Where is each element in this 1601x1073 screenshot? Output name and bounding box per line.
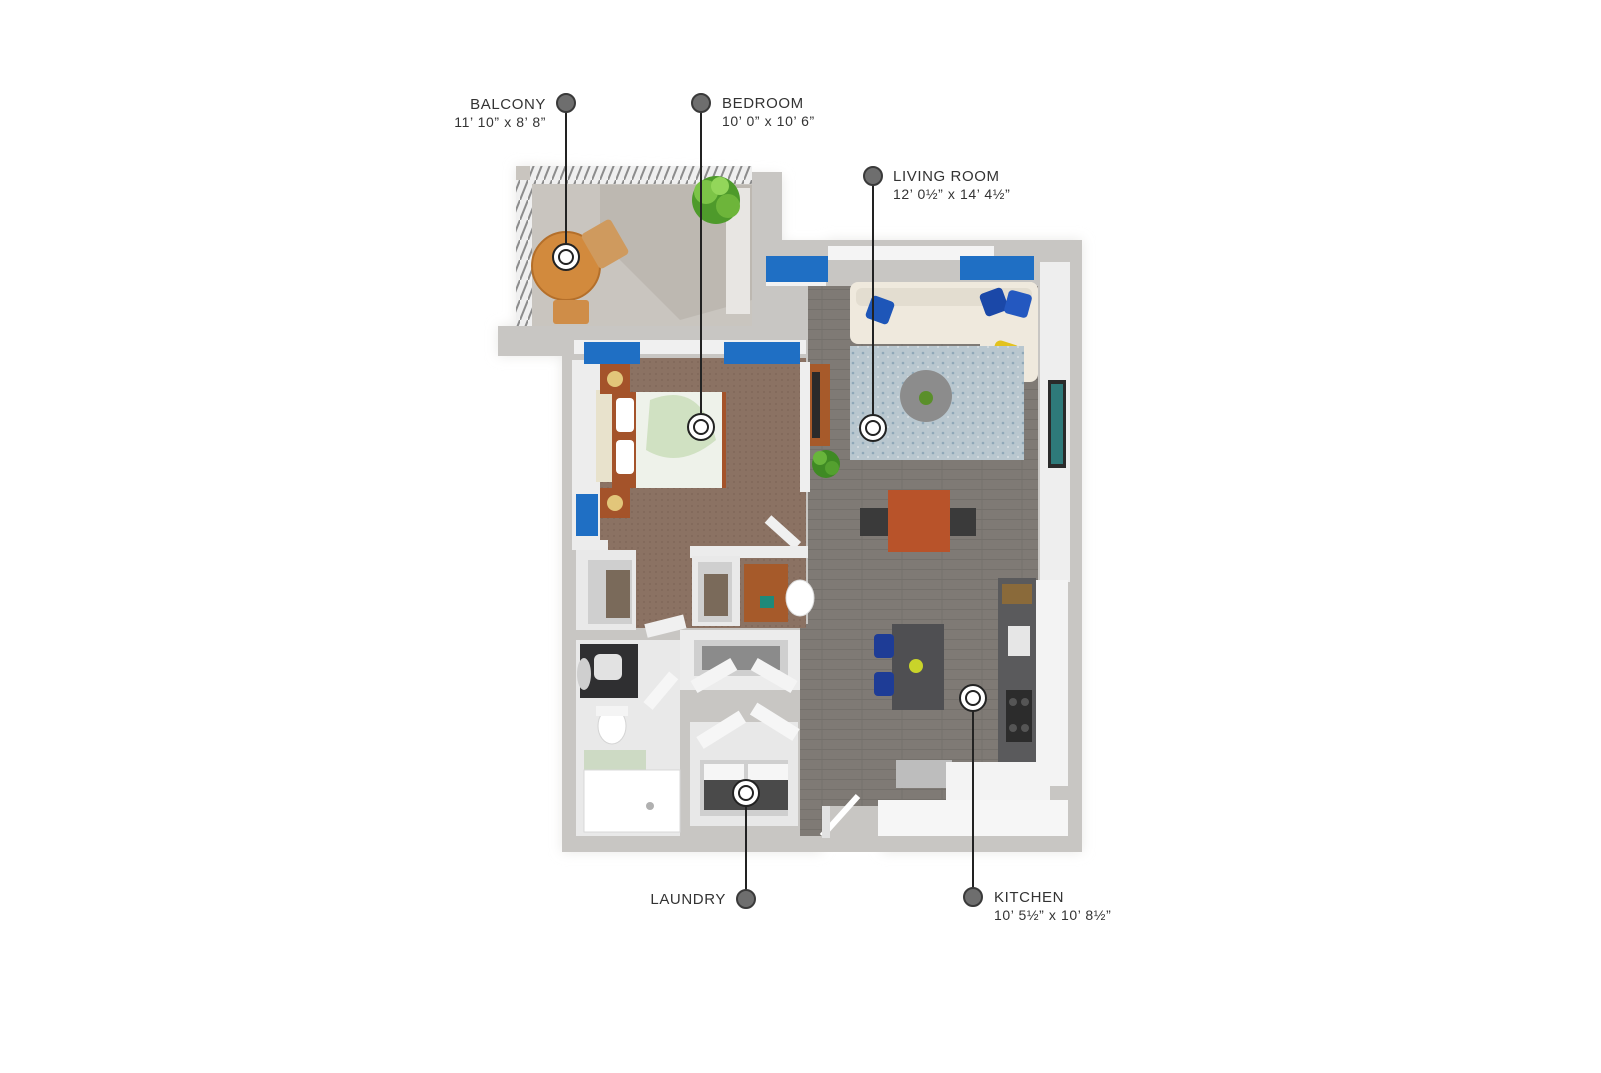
room-marker-balcony (552, 243, 580, 271)
balcony-railing-top (530, 166, 752, 184)
living-room-dimensions: 12’ 0½” x 14’ 4½” (893, 186, 1011, 202)
potted-plant (692, 176, 740, 224)
kitchen-dimensions: 10’ 5½” x 10’ 8½” (994, 907, 1112, 923)
dining-table (860, 490, 976, 552)
bathroom (576, 640, 681, 836)
laundry-label: LAUNDRY (650, 891, 726, 909)
balcony-chair (553, 300, 589, 324)
washer (704, 764, 744, 780)
callout-dot-laundry (736, 889, 756, 909)
kitchen-sink (1008, 626, 1030, 656)
bathroom-sink (594, 654, 622, 680)
room-marker-living (859, 414, 887, 442)
tv (812, 372, 820, 438)
balcony-label: BALCONY 11’ 10” x 8’ 8” (454, 96, 546, 131)
callout-dot-living (863, 166, 883, 186)
headboard (596, 390, 612, 482)
bedroom-name: BEDROOM (722, 95, 804, 112)
balcony-dimensions: 11’ 10” x 8’ 8” (454, 114, 546, 130)
balcony-area (516, 166, 752, 326)
kitchen-name: KITCHEN (994, 889, 1065, 906)
room-marker-kitchen (959, 684, 987, 712)
bedroom-label: BEDROOM 10’ 0” x 10’ 6” (722, 95, 815, 130)
bedroom-curtain (724, 342, 800, 364)
balcony-name: BALCONY (470, 96, 546, 113)
callout-dot-balcony (556, 93, 576, 113)
floor-plant (812, 450, 840, 478)
bedroom-curtain (584, 342, 640, 364)
bedroom-dimensions: 10’ 0” x 10’ 6” (722, 113, 815, 129)
laundry-closet (680, 630, 800, 826)
bathtub (583, 769, 681, 833)
bedroom-door (764, 515, 802, 550)
callout-dot-bedroom (691, 93, 711, 113)
room-marker-bedroom (687, 413, 715, 441)
dryer (748, 764, 788, 780)
balcony-chair (581, 219, 629, 269)
living-room-label: LIVING ROOM 12’ 0½” x 14’ 4½” (893, 168, 1010, 203)
curtain-right (960, 256, 1034, 280)
living-room-name: LIVING ROOM (893, 168, 1000, 185)
room-marker-laundry (732, 779, 760, 807)
living-window (828, 246, 994, 260)
cooktop (1006, 690, 1032, 742)
callouts (552, 93, 987, 909)
kitchen-label: KITCHEN 10’ 5½” x 10’ 8½” (994, 889, 1111, 924)
laundry-name: LAUNDRY (650, 891, 726, 908)
dishwasher (896, 760, 952, 788)
curtain-left (766, 256, 828, 282)
bedroom-curtain (576, 494, 598, 536)
desk (744, 564, 815, 622)
kitchen-island (874, 624, 944, 710)
callout-dot-kitchen (963, 887, 983, 907)
walk-in-closet (576, 550, 740, 638)
balcony-railing-left (516, 180, 532, 326)
